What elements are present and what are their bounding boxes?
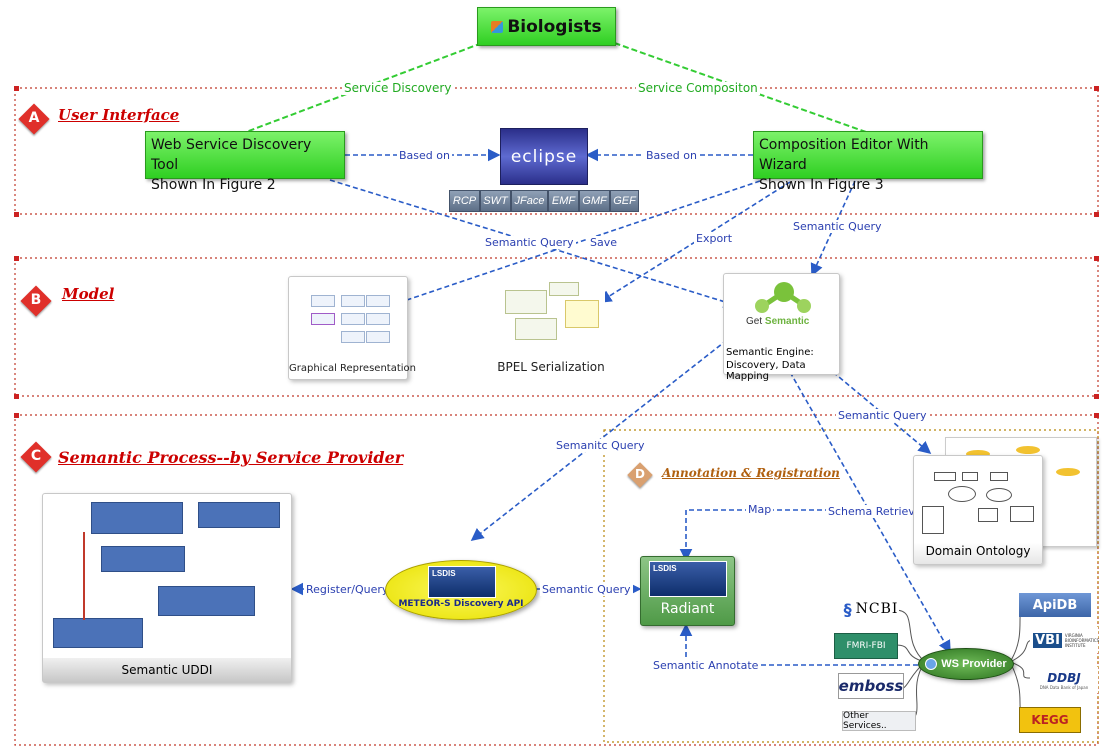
eclipse-tool-gmf: GMF xyxy=(579,190,610,212)
eclipse-tool-emf: EMF xyxy=(548,190,579,212)
uddi-thumbnail xyxy=(43,494,291,658)
section-a-title: User Interface xyxy=(58,106,180,124)
people-icon xyxy=(491,20,504,33)
discovery-tool-line2: Shown In Figure 2 xyxy=(151,177,276,193)
eclipse-logo: eclipse xyxy=(500,128,588,185)
apidb-logo: ApiDB xyxy=(1019,593,1091,617)
edge-label-semantic-query-onto: Semantic Query xyxy=(836,409,929,422)
section-b-letter: B xyxy=(30,292,42,308)
other-services-box: Other Services.. xyxy=(842,711,916,731)
edge-label-register-query: Register/Query xyxy=(304,583,391,596)
eclipse-tool-rcp: RCP xyxy=(449,190,480,212)
edge-label-semanitc-query: Semanitc Query xyxy=(554,439,647,452)
radiant-label: Radiant xyxy=(660,601,715,617)
biologists-node[interactable]: Biologists xyxy=(477,7,616,46)
edge-label-schema-retrieve: Schema Retrieve xyxy=(826,505,924,518)
ddbj-logo: DDBJ DNA Data Bank of Japan xyxy=(1030,667,1098,693)
composition-line2: Shown In Figure 3 xyxy=(759,177,884,193)
domain-ontology-card[interactable]: Domain Ontology xyxy=(913,455,1043,565)
section-c-title: Semantic Process--by Service Provider xyxy=(58,448,404,467)
radiant-lsdis-label: LSDIS xyxy=(653,564,677,573)
edge-label-semantic-annotate: Semantic Annotate xyxy=(651,659,761,672)
edge-label-semantic-query-right: Semantic Query xyxy=(791,220,884,233)
kegg-label: KEGG xyxy=(1031,713,1069,727)
kegg-logo: KEGG xyxy=(1019,707,1081,733)
section-b-title: Model xyxy=(62,285,115,303)
edge-label-service-composition: Service Compositon xyxy=(636,81,760,95)
semantic-engine-card[interactable]: Get Semantic Semantic Engine: Discovery,… xyxy=(723,273,840,382)
vbi-label: VBI xyxy=(1033,632,1062,648)
meteor-label: METEOR-S Discovery API xyxy=(398,599,524,609)
ws-provider-label: WS Provider xyxy=(941,658,1007,670)
getsemantic-get: Get xyxy=(746,316,763,327)
other-services-label: Other Services.. xyxy=(843,711,887,731)
eclipse-tool-gef: GEF xyxy=(610,190,639,212)
getsemantic-semantic: Semantic xyxy=(764,316,810,327)
semantic-uddi-card[interactable]: Semantic UDDI xyxy=(42,493,292,683)
vbi-logo: VBI VIRGINIA BIOINFORMATICS INSTITUTE xyxy=(1030,627,1100,653)
ddbj-sub-label: DNA Data Bank of Japan xyxy=(1039,684,1089,690)
emboss-logo: emboss xyxy=(838,673,904,699)
lsdis-logo: LSDIS xyxy=(428,566,496,598)
section-c-letter: C xyxy=(30,448,42,464)
edge-label-based-on-left: Based on xyxy=(397,149,452,162)
edge-label-save: Save xyxy=(588,236,620,249)
section-d-letter: D xyxy=(635,467,645,481)
eclipse-tool-swt: SWT xyxy=(480,190,511,212)
radiant-lsdis-logo: LSDIS xyxy=(649,561,727,597)
bpel-serialization-card[interactable]: BPEL Serialization xyxy=(497,276,605,378)
section-d-title: Annotation & Registration xyxy=(662,466,840,480)
semantic-engine-line1: Semantic Engine: xyxy=(726,347,814,358)
fmri-logo: FMRI-FBI xyxy=(834,633,898,659)
uddi-connector xyxy=(83,532,85,620)
ncbi-s-icon: § xyxy=(843,599,852,619)
ncbi-logo: § NCBI xyxy=(843,597,899,621)
section-a-letter: A xyxy=(28,110,40,126)
ontology-thumbnail xyxy=(918,458,1038,540)
edge-label-semantic-query-top: Semantic Query xyxy=(483,236,576,249)
edge-label-export: Export xyxy=(694,232,735,245)
discovery-tool-node[interactable]: Web Service Discovery Tool Shown In Figu… xyxy=(145,131,345,193)
bpel-thumbnail xyxy=(505,280,599,342)
ws-provider-node[interactable]: WS Provider xyxy=(918,648,1014,680)
graphical-diagram-thumbnail xyxy=(301,287,393,351)
getsemantic-molecule-icon xyxy=(755,282,811,313)
semantic-uddi-caption: Semantic UDDI xyxy=(43,658,291,682)
discovery-tool-line1: Web Service Discovery Tool xyxy=(151,137,312,173)
graphical-caption: Graphical Representation xyxy=(289,363,416,374)
vbi-sub-label: VIRGINIA BIOINFORMATICS INSTITUTE xyxy=(1064,632,1100,648)
biologists-label: Biologists xyxy=(507,16,602,37)
eclipse-label: eclipse xyxy=(510,146,578,167)
graphical-representation-card[interactable]: Graphical Representation xyxy=(288,276,416,380)
getsemantic-logo-text: Get Semantic xyxy=(746,316,809,327)
radiant-node[interactable]: LSDIS Radiant xyxy=(640,556,735,626)
semantic-engine-line2: Discovery, Data Mapping xyxy=(726,360,806,382)
ws-provider-icon xyxy=(925,658,938,670)
apidb-label: ApiDB xyxy=(1032,597,1078,613)
bpel-caption: BPEL Serialization xyxy=(497,360,605,374)
emboss-label: emboss xyxy=(838,677,904,695)
domain-ontology-caption: Domain Ontology xyxy=(925,544,1031,558)
ncbi-label: NCBI xyxy=(855,601,899,617)
edge-label-semantic-query-api: Semantic Query xyxy=(540,583,633,596)
edge-label-service-discovery: Service Discovery xyxy=(342,81,454,95)
edge-label-based-on-right: Based on xyxy=(644,149,699,162)
edge-label-map: Map xyxy=(746,503,774,516)
composition-editor-node[interactable]: Composition Editor With Wizard Shown In … xyxy=(753,131,983,193)
lsdis-label: LSDIS xyxy=(432,569,456,578)
meteor-discovery-node[interactable]: LSDIS METEOR-S Discovery API xyxy=(385,560,537,620)
composition-line1: Composition Editor With Wizard xyxy=(759,137,929,173)
fmri-label: FMRI-FBI xyxy=(846,641,886,651)
ddbj-label: DDBJ xyxy=(1047,670,1081,685)
eclipse-tool-jface: JFace xyxy=(511,190,548,212)
